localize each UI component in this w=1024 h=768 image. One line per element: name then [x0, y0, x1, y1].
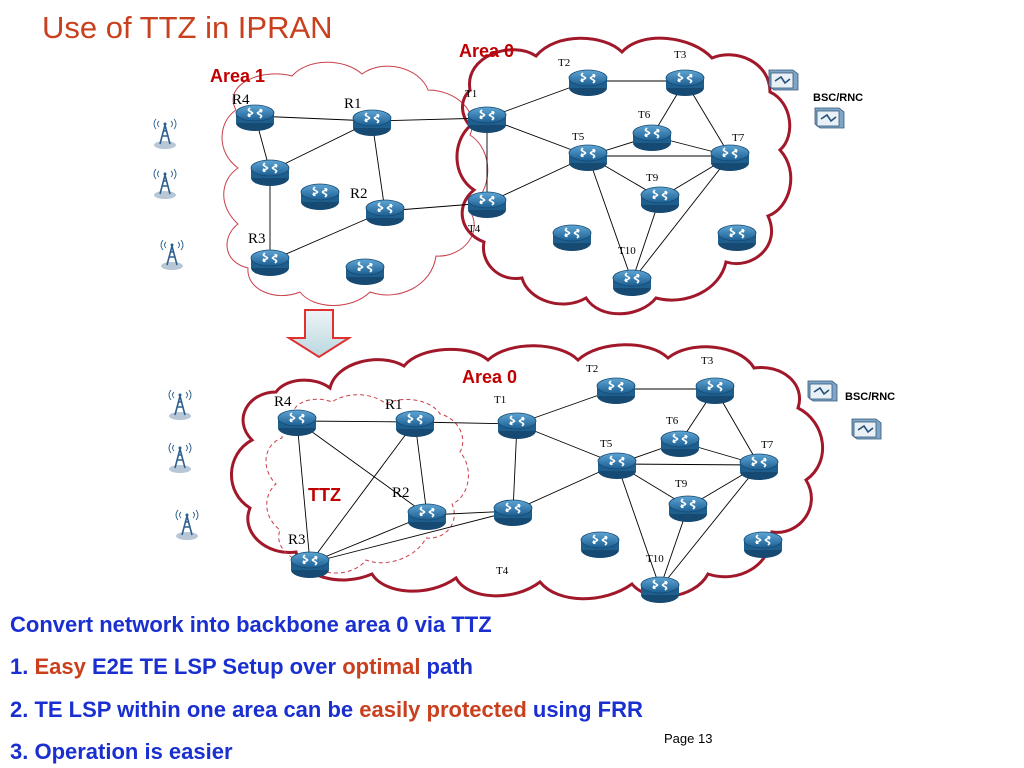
bsc-rnc-icon-top-2: [814, 107, 845, 129]
router-bottom-T6: [660, 430, 700, 458]
router-top-spare2: [345, 258, 385, 286]
router-bottom-spare1: [580, 531, 620, 559]
caption-line-0: Convert network into backbone area 0 via…: [10, 612, 492, 638]
router-top-T3: [665, 69, 705, 97]
caption-line-2-em: easily protected: [359, 697, 527, 722]
bsc-rnc-icon-bottom-1: [807, 380, 838, 402]
area0-label-bottom: Area 0: [462, 367, 517, 387]
node-label-top-T9: T9: [646, 172, 659, 184]
router-bottom-T9: [668, 495, 708, 523]
node-label-top-T7: T7: [732, 132, 745, 144]
router-bottom-T7: [739, 453, 779, 481]
router-bottom-T1: [497, 412, 537, 440]
node-label-top-T10: T10: [618, 245, 636, 257]
page-number: Page 13: [664, 731, 713, 746]
radio-tower-icon-top-2: [153, 168, 177, 200]
caption-line-1-suffix: path: [420, 654, 473, 679]
node-label-bottom-T4: T4: [496, 565, 509, 577]
node-label-top-T5: T5: [572, 131, 585, 143]
node-label-bottom-R3: R3: [288, 532, 306, 548]
radio-tower-icon-top-1: [153, 118, 177, 150]
node-label-bottom-T9: T9: [675, 478, 688, 490]
caption-line-2: 2. TE LSP within one area can be easily …: [10, 697, 643, 723]
area0-label-top: Area 0: [459, 41, 514, 61]
caption-line-2-prefix: 2. TE LSP within one area can be: [10, 697, 360, 722]
ttz-cloud: [265, 394, 469, 574]
node-label-top-R1: R1: [344, 96, 362, 112]
router-bottom-R1: [395, 410, 435, 438]
router-top-T1: [467, 106, 507, 134]
bsc-rnc-icon-top-1: [768, 69, 799, 91]
node-label-top-T6: T6: [638, 109, 651, 121]
network-diagram: Area 1 Area 0 R4 R1 R2 R3 T1 T2 T3 T4 T5…: [153, 36, 895, 604]
router-top-spare1: [300, 183, 340, 211]
caption-line-1-prefix: 1.: [10, 654, 35, 679]
area0-cloud-top: [455, 36, 793, 316]
bsc-rnc-label-bottom: BSC/RNC: [845, 391, 895, 403]
router-top-T2: [568, 69, 608, 97]
node-label-bottom-T10: T10: [646, 553, 664, 565]
router-bottom-T3: [695, 377, 735, 405]
router-bottom-R3: [290, 551, 330, 579]
caption-line-1: 1. Easy E2E TE LSP Setup over optimal pa…: [10, 654, 473, 680]
router-top-T9: [640, 186, 680, 214]
node-label-bottom-T6: T6: [666, 415, 679, 427]
router-top-R4: [235, 104, 275, 132]
caption-line-0-text: Convert network into backbone area 0 via…: [10, 612, 492, 637]
router-bottom-R2: [407, 503, 447, 531]
caption-line-3: 3. Operation is easier: [10, 739, 233, 765]
router-top-spare4: [717, 224, 757, 252]
node-label-bottom-T7: T7: [761, 439, 774, 451]
router-top-R1: [352, 109, 392, 137]
area1-cloud: [221, 61, 489, 306]
router-top-T7: [710, 144, 750, 172]
node-label-bottom-T1: T1: [494, 394, 506, 406]
area1-label: Area 1: [210, 66, 265, 86]
node-label-top-R2: R2: [350, 186, 368, 202]
node-label-top-T1: T1: [465, 88, 477, 100]
router-top-T10: [612, 269, 652, 297]
caption-line-3-text: 3. Operation is easier: [10, 739, 233, 764]
caption-line-2-suffix: using FRR: [526, 697, 643, 722]
slide-title: Use of TTZ in IPRAN: [42, 10, 333, 45]
radio-tower-icon-bottom-1: [168, 389, 192, 421]
bsc-rnc-label-top: BSC/RNC: [813, 92, 863, 104]
router-top-R4b: [250, 159, 290, 187]
node-label-bottom-R4: R4: [274, 394, 292, 410]
router-top-T6: [632, 124, 672, 152]
router-bottom-T4: [493, 499, 533, 527]
router-top-T4: [467, 191, 507, 219]
node-label-bottom-T3: T3: [701, 355, 714, 367]
node-label-top-T3: T3: [674, 49, 687, 61]
ttz-label: TTZ: [308, 485, 341, 505]
caption-line-1-mid: E2E TE LSP Setup over: [85, 654, 343, 679]
router-bottom-T2: [596, 377, 636, 405]
router-bottom-T10: [640, 576, 680, 604]
router-top-T5: [568, 144, 608, 172]
node-label-top-R3: R3: [248, 231, 266, 247]
node-label-bottom-T2: T2: [586, 363, 598, 375]
radio-tower-icon-top-3: [160, 239, 184, 271]
node-label-top-R4: R4: [232, 92, 250, 108]
router-bottom-R4: [277, 409, 317, 437]
node-label-top-T2: T2: [558, 57, 570, 69]
caption-line-1-em2: optimal: [342, 654, 421, 679]
node-label-top-T4: T4: [468, 223, 481, 235]
router-top-R2: [365, 199, 405, 227]
down-arrow-icon: [285, 309, 353, 359]
router-top-spare3: [552, 224, 592, 252]
area0-cloud-bottom: [230, 343, 825, 601]
node-label-bottom-R1: R1: [385, 397, 403, 413]
radio-tower-icon-bottom-3: [175, 509, 199, 541]
radio-tower-icon-bottom-2: [168, 442, 192, 474]
node-label-bottom-R2: R2: [392, 485, 410, 501]
bsc-rnc-icon-bottom-2: [851, 418, 882, 440]
router-bottom-spare2: [743, 531, 783, 559]
caption-line-1-em: Easy: [34, 654, 86, 679]
router-top-R3: [250, 249, 290, 277]
node-label-bottom-T5: T5: [600, 438, 613, 450]
router-bottom-T5: [597, 452, 637, 480]
